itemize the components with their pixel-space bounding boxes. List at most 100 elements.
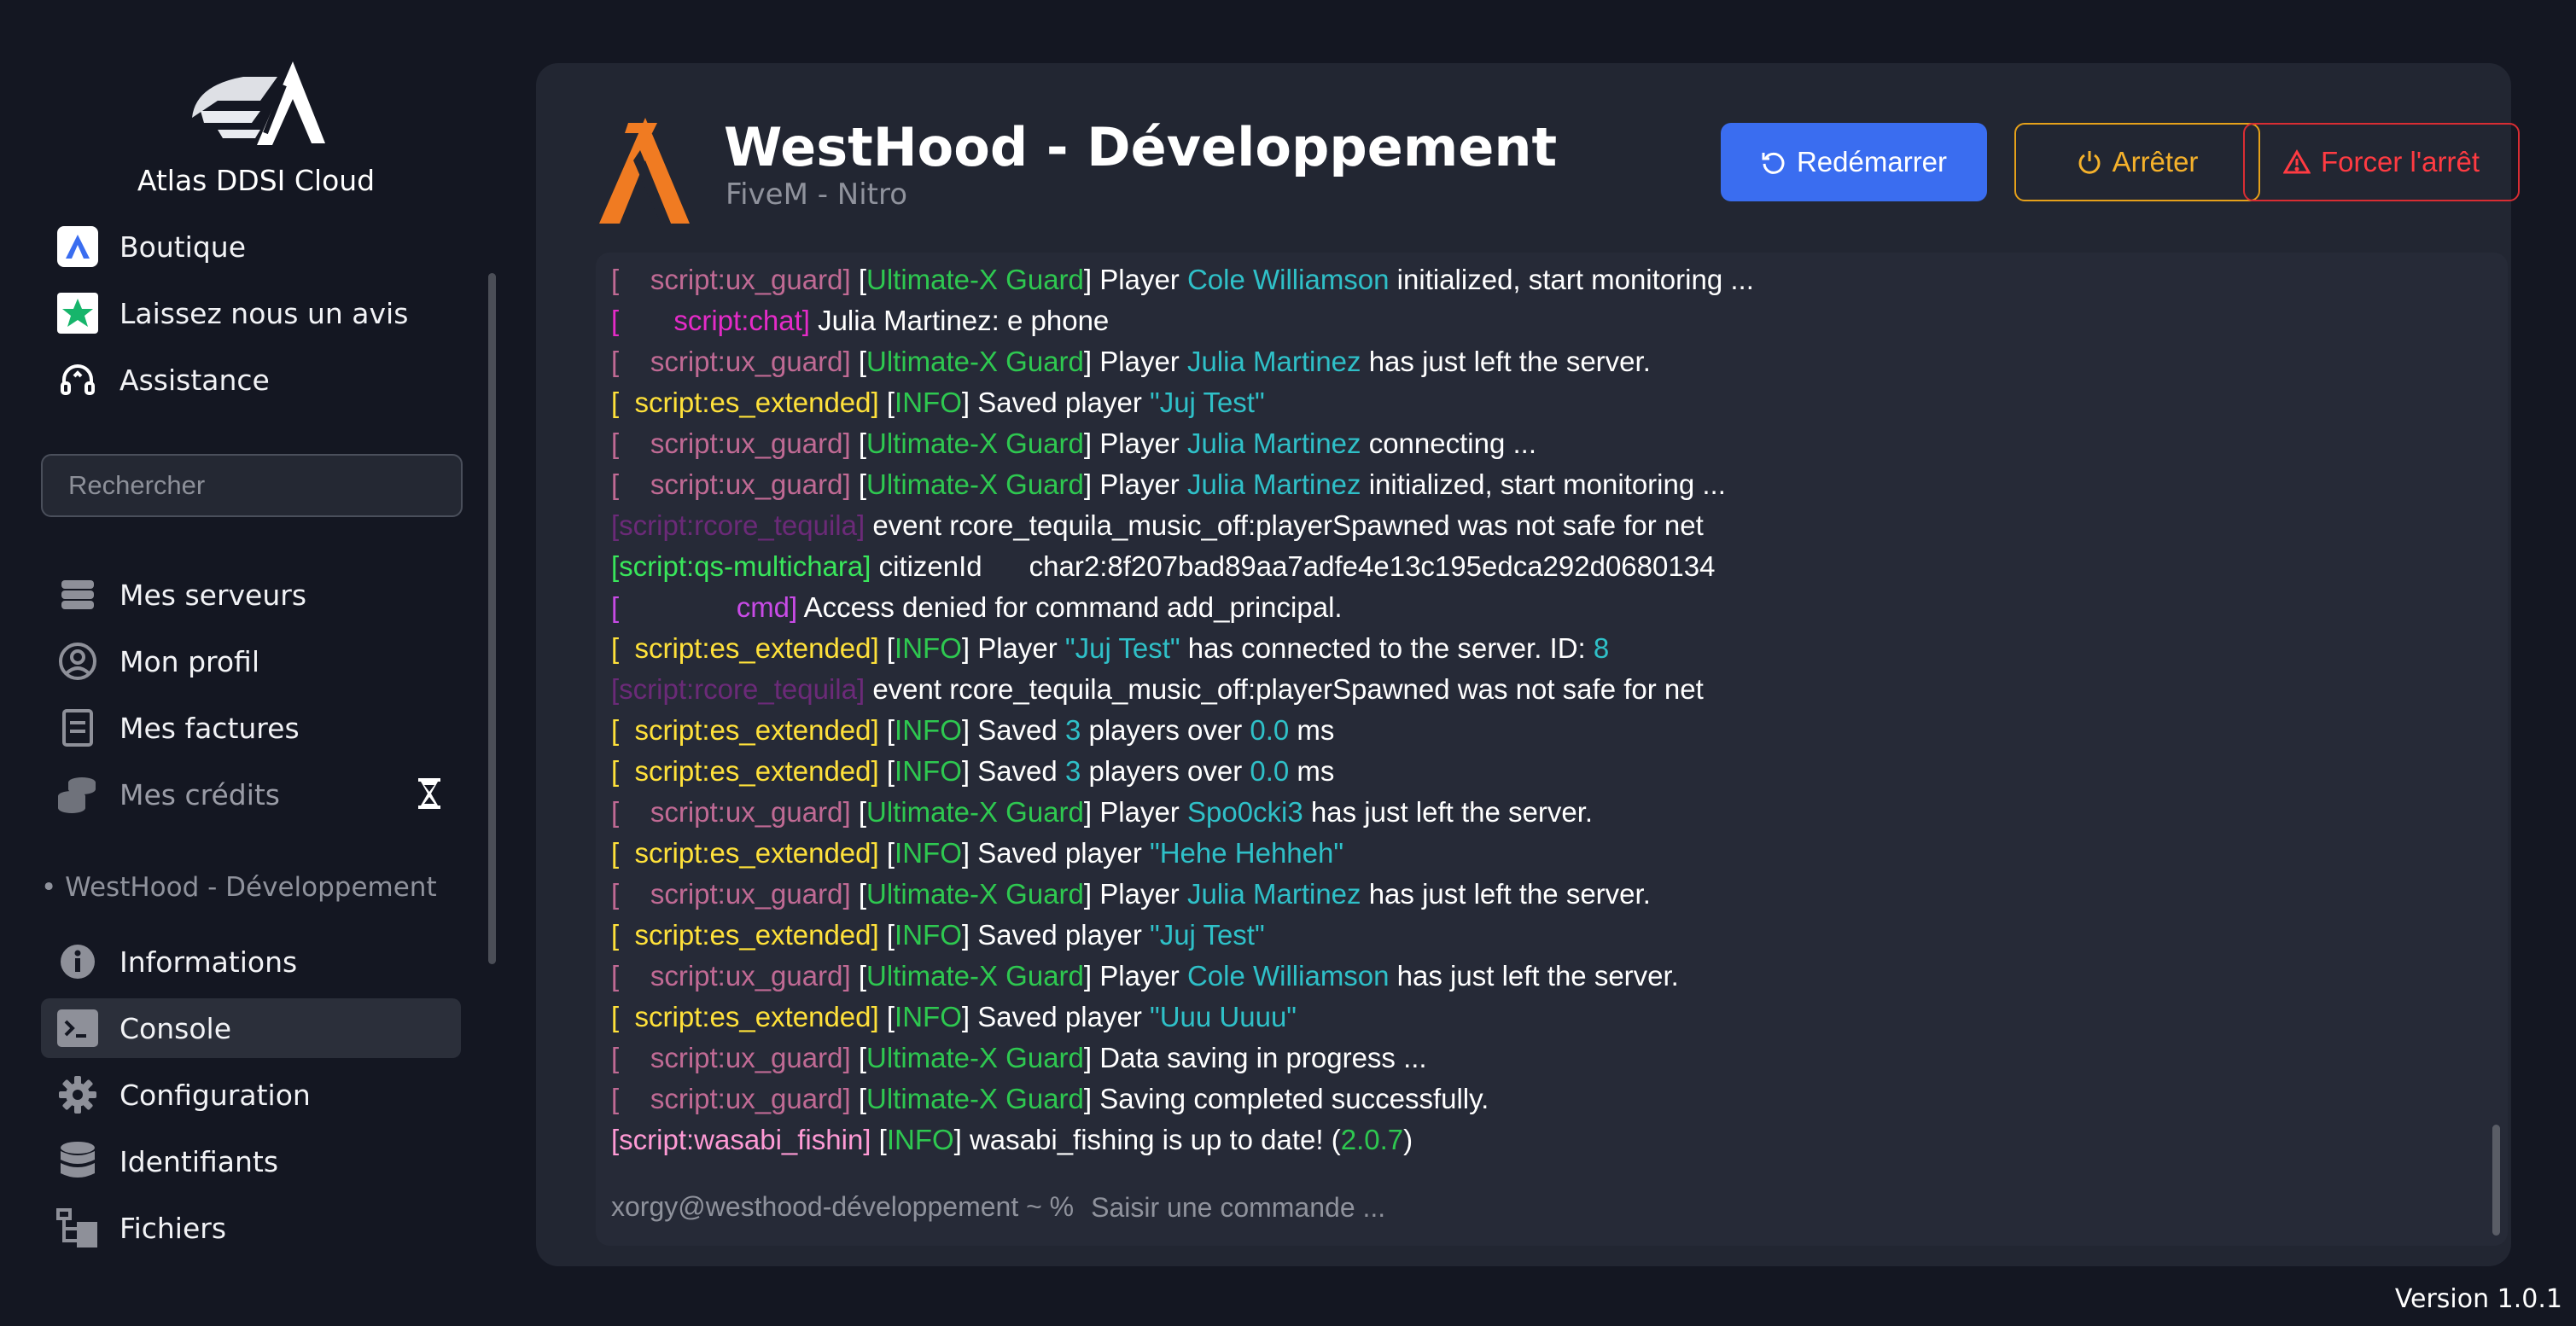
console-segment: [ script:ux_guard] [611, 264, 859, 295]
search-input[interactable] [43, 456, 461, 515]
sidebar-scrollbar[interactable] [488, 273, 496, 964]
atlas-logo-icon [192, 61, 325, 145]
database-icon [55, 1138, 101, 1184]
console-line: [ script:es_extended] [INFO] Saved playe… [611, 833, 2463, 874]
console-segment: ] Saved player [961, 837, 1150, 869]
sidebar-item-console[interactable]: Console [41, 998, 461, 1058]
console-segment: ] Saved [961, 755, 1065, 787]
restart-button-label: Redémarrer [1796, 146, 1948, 177]
sidebar-item-review[interactable]: Laissez nous un avis [41, 283, 461, 343]
console-segment: INFO [895, 919, 962, 951]
console-segment: ] Player [1083, 878, 1187, 910]
console-segment: Ultimate-X Guard [865, 427, 1084, 459]
coins-icon [55, 771, 101, 817]
stop-button[interactable]: Arrêter [2014, 123, 2260, 201]
console-segment: has just left the server. [1303, 796, 1594, 828]
console-segment: "Uuu Uuuu" [1149, 1001, 1297, 1032]
invoice-icon [55, 705, 101, 751]
sidebar-item-boutique[interactable]: Boutique [41, 217, 461, 276]
sidebar-item-invoices[interactable]: Mes factures [41, 698, 461, 758]
command-input[interactable] [1089, 1191, 2118, 1224]
console-line: [ script:es_extended] [INFO] Player "Juj… [611, 628, 2463, 669]
console-segment: [ [858, 960, 866, 992]
sidebar-item-credentials[interactable]: Identifiants [41, 1131, 461, 1191]
console-line: [ script:ux_guard] [Ultimate-X Guard] Pl… [611, 792, 2463, 833]
sidebar-item-informations[interactable]: Informations [41, 932, 461, 992]
console-line: [ cmd] Access denied for command add_pri… [611, 587, 2463, 628]
console-segment: ] Data saving in progress ... [1083, 1042, 1427, 1073]
console-segment: citizenId char2:8f207bad89aa7adfe4e13c19… [878, 550, 1716, 582]
brand-name: Atlas DDSI Cloud [137, 164, 376, 197]
sidebar-item-configuration[interactable]: Configuration [41, 1065, 461, 1125]
restart-button[interactable]: Redémarrer [1721, 123, 1987, 201]
sidebar-item-servers[interactable]: Mes serveurs [41, 565, 461, 625]
console-segment: 0.0 [1250, 714, 1290, 746]
console-segment: has just left the server. [1361, 346, 1651, 377]
brand-logo-block: Atlas DDSI Cloud [0, 51, 512, 197]
console-segment: [ [878, 1124, 887, 1155]
sidebar-item-profile[interactable]: Mon profil [41, 631, 461, 691]
console-segment: Julia Martinez [1186, 427, 1361, 459]
server-section-label: • WestHood - Développement [41, 872, 437, 903]
console-segment: ms [1289, 714, 1335, 746]
sidebar-item-label: Fichiers [119, 1211, 227, 1245]
console-segment: ] wasabi_fishing is up to date! ( [953, 1124, 1341, 1155]
console-segment: Cole Williamson [1186, 264, 1390, 295]
force-stop-button[interactable]: Forcer l'arrêt [2243, 123, 2520, 201]
console-line: [ script:ux_guard] [Ultimate-X Guard] Da… [611, 1038, 2463, 1079]
console-segment: [ [886, 837, 895, 869]
console-segment: [script:rcore_tequila] [611, 509, 873, 541]
console-segment: [ [886, 919, 895, 951]
console-segment: [ [858, 1083, 866, 1114]
console-segment: [ [886, 387, 895, 418]
sidebar-item-files[interactable]: Fichiers [41, 1198, 461, 1258]
server-icon [55, 572, 101, 618]
console-segment: initialized, start monitoring ... [1361, 468, 1726, 500]
console-segment: players over [1081, 714, 1250, 746]
console-segment: [ script:ux_guard] [611, 960, 859, 992]
console-segment: 8 [1593, 632, 1610, 664]
shop-icon [55, 224, 101, 270]
console-scrollbar[interactable] [2492, 1125, 2500, 1236]
console-segment: Access denied for command add_principal. [803, 591, 1343, 623]
console-log: [ script:ux_guard] [Ultimate-X Guard] Pl… [611, 259, 2463, 1160]
console-line: [ script:ux_guard] [Ultimate-X Guard] Pl… [611, 423, 2463, 464]
page-title: WestHood - Développement [724, 116, 1558, 178]
console-segment: [ [858, 468, 866, 500]
sidebar-item-credits[interactable]: Mes crédits [41, 765, 461, 824]
sidebar-item-label: Configuration [119, 1078, 311, 1112]
console-segment: ] Saved [961, 714, 1065, 746]
console-segment: Cole Williamson [1186, 960, 1390, 992]
search-field[interactable] [41, 454, 463, 517]
console-segment: ] Player [1083, 468, 1187, 500]
warning-icon [2283, 149, 2311, 175]
console-segment: event rcore_tequila_music_off:playerSpaw… [872, 673, 1704, 705]
sidebar-item-label: Console [119, 1011, 232, 1045]
console-segment: Ultimate-X Guard [865, 1083, 1084, 1114]
console-segment: [ script:es_extended] [611, 755, 887, 787]
console-segment: Spo0cki3 [1186, 796, 1303, 828]
console-segment: [ cmd] [611, 591, 804, 623]
console-line: [ script:chat] Julia Martinez: e phone [611, 300, 2463, 341]
sidebar-item-label: Mes factures [119, 711, 300, 745]
sidebar-item-label: Laissez nous un avis [119, 296, 409, 330]
console-segment: [ script:ux_guard] [611, 796, 859, 828]
sidebar: Atlas DDSI Cloud Boutique Laissez nous u… [0, 0, 504, 1326]
console-segment: [ [858, 1042, 866, 1073]
console-segment: INFO [895, 714, 962, 746]
sidebar-item-label: Assistance [119, 363, 270, 397]
console-segment: Ultimate-X Guard [865, 264, 1084, 295]
console-segment: ] Player [1083, 346, 1187, 377]
console-segment: [ [858, 346, 866, 377]
sidebar-item-support[interactable]: Assistance [41, 350, 461, 410]
console-line: [ script:es_extended] [INFO] Saved 3 pla… [611, 751, 2463, 792]
console-segment: ] Saved player [961, 1001, 1150, 1032]
console-segment: Ultimate-X Guard [865, 468, 1084, 500]
console-line: [script:wasabi_fishin] [INFO] wasabi_fis… [611, 1120, 2463, 1160]
console-segment: has just left the server. [1389, 960, 1679, 992]
sidebar-item-label: Informations [119, 945, 298, 979]
console-segment: [ script:ux_guard] [611, 878, 859, 910]
console-segment: [ [858, 264, 866, 295]
console-segment: [ script:ux_guard] [611, 1083, 859, 1114]
star-icon [55, 290, 101, 336]
